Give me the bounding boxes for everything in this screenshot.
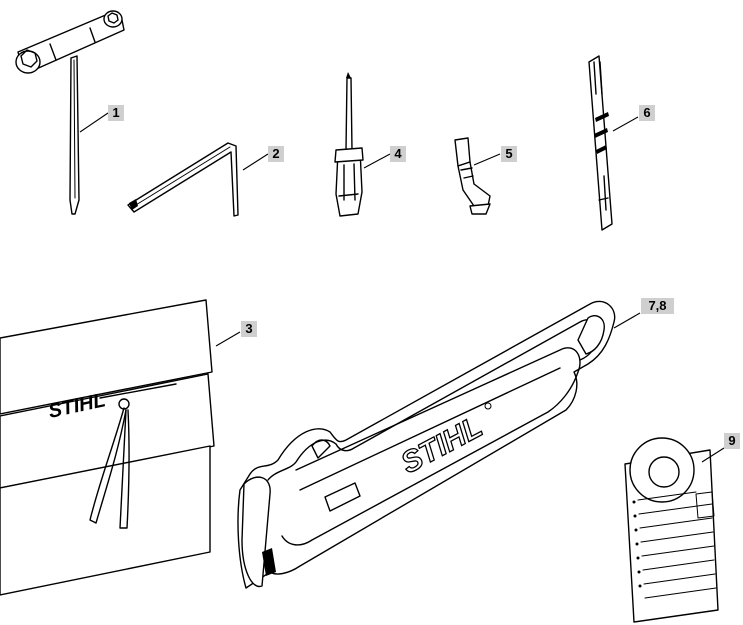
leader-6 <box>612 116 639 132</box>
leader-1 <box>79 112 109 133</box>
file-holder-tool <box>588 55 613 231</box>
hex-key <box>127 142 239 217</box>
callout-3: 3 <box>241 321 257 337</box>
bar-cover: STIHL <box>237 300 616 589</box>
callout-5: 5 <box>501 146 517 162</box>
leader-9 <box>701 447 725 463</box>
spark-plug-terminal <box>454 137 491 215</box>
combination-wrench <box>15 10 125 215</box>
callout-78: 7,8 <box>641 298 674 314</box>
hang-tag-card <box>624 437 719 623</box>
tool-roll-pouch: STIHL <box>0 299 215 596</box>
screwdriver <box>334 72 364 217</box>
leader-2 <box>242 153 269 171</box>
leader-3 <box>215 331 241 347</box>
callout-2: 2 <box>268 146 284 162</box>
callout-9: 9 <box>724 433 740 449</box>
callout-6: 6 <box>639 105 655 121</box>
leader-4 <box>363 153 391 169</box>
callout-1: 1 <box>108 105 124 121</box>
leader-78 <box>613 312 641 329</box>
leader-5 <box>473 153 501 166</box>
callout-4: 4 <box>390 146 406 162</box>
